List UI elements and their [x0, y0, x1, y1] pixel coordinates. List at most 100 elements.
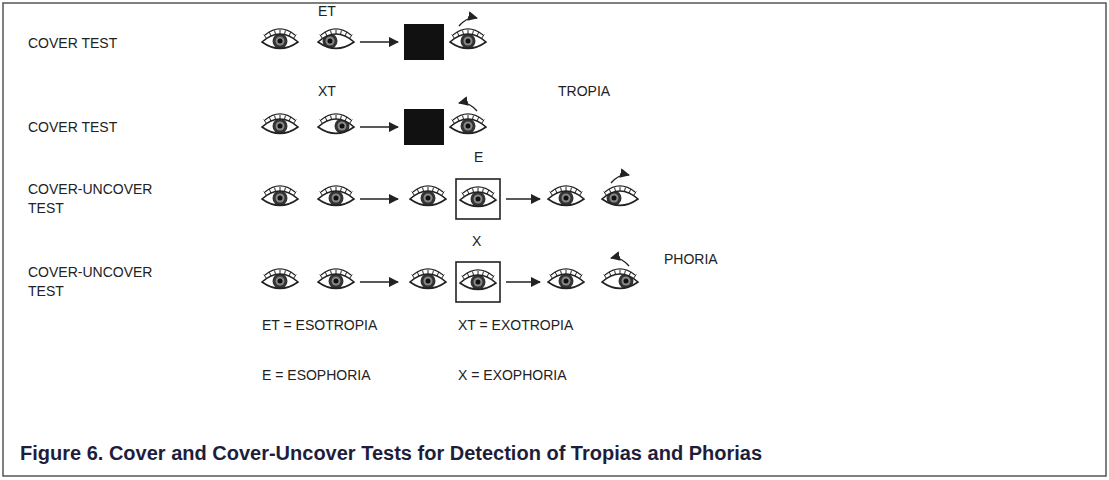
iris-ring: [464, 37, 473, 46]
pupil: [334, 279, 339, 284]
eyelash: [274, 188, 276, 192]
iris-ring: [424, 277, 433, 286]
eyelash: [477, 32, 479, 36]
eye-drawing: [602, 186, 638, 206]
eye-white: [318, 119, 354, 133]
eyelash: [269, 117, 271, 121]
eyelash: [289, 117, 291, 121]
pupil: [624, 279, 629, 284]
eyelash: [457, 32, 459, 36]
eyelash: [289, 32, 291, 36]
iris-ring: [276, 122, 285, 131]
eyelash: [264, 192, 267, 196]
iris-ring: [464, 122, 473, 131]
eyelash: [336, 30, 337, 34]
eyelash: [467, 190, 469, 194]
eye-white: [450, 119, 486, 133]
pupil: [334, 196, 339, 201]
eyelash: [620, 187, 621, 191]
eyelash: [575, 189, 577, 193]
eyelash: [624, 188, 626, 192]
eye-white: [410, 274, 446, 288]
iris: [273, 119, 288, 134]
eyelash: [330, 31, 332, 35]
eyelash: [280, 115, 281, 119]
eyelash: [422, 271, 424, 275]
iris: [273, 191, 288, 206]
eyelash: [330, 116, 332, 120]
lid-crease: [453, 114, 483, 120]
eye-white: [262, 119, 298, 133]
eyelash: [482, 189, 484, 193]
eyelash: [580, 192, 583, 196]
eyelash: [432, 188, 434, 192]
eyelash: [417, 189, 419, 193]
iris: [471, 275, 486, 290]
eyelash: [629, 272, 631, 276]
iris-ring: [276, 277, 285, 286]
iris: [273, 274, 288, 289]
eyelash: [482, 35, 485, 39]
eyelash: [560, 271, 562, 275]
eye-white: [602, 274, 638, 288]
eyelash: [482, 120, 485, 124]
sequence-arrow: [360, 281, 398, 283]
row-label: X = EXOPHORIA: [458, 366, 567, 385]
row-label: E: [474, 148, 483, 167]
lid-crease: [413, 269, 443, 275]
eye-drawing: [450, 114, 486, 134]
eye-white: [262, 191, 298, 205]
eyelid: [318, 274, 354, 288]
eyelid: [262, 274, 298, 288]
eye-white: [262, 34, 298, 48]
movement-arrow: [611, 258, 629, 266]
eyelash: [350, 275, 353, 279]
iris-ring: [622, 277, 631, 286]
eyelid: [460, 275, 496, 289]
eyelash: [482, 272, 484, 276]
occluder: [404, 109, 444, 145]
eye-drawing: [262, 186, 298, 206]
eyelash: [269, 32, 271, 36]
eyelid: [602, 191, 638, 205]
eyelid: [602, 274, 638, 288]
sequence-arrow: [360, 126, 398, 128]
eyelid: [410, 191, 446, 205]
eye-drawing: [410, 269, 446, 289]
eyelash: [325, 189, 327, 193]
pupil: [328, 39, 333, 44]
row-label: X: [472, 232, 481, 251]
pupil: [426, 196, 431, 201]
eye-drawing: [450, 29, 486, 49]
pupil: [278, 124, 283, 129]
eyelash: [467, 273, 469, 277]
sequence-arrow: [360, 198, 398, 200]
lid-crease: [265, 114, 295, 120]
iris: [329, 191, 344, 206]
lid-crease: [463, 270, 493, 276]
eyelash: [442, 192, 445, 196]
eye-white: [548, 274, 584, 288]
eyelid: [318, 34, 354, 48]
row-label: E = ESOPHORIA: [262, 366, 371, 385]
eyelash: [284, 31, 286, 35]
eyelash: [284, 188, 286, 192]
pupil: [466, 39, 471, 44]
eye-drawing: [318, 114, 354, 134]
eyelash: [320, 120, 323, 124]
eye-drawing: [318, 269, 354, 289]
eye-drawing: [318, 29, 354, 49]
pupil: [476, 197, 481, 202]
eyelash: [336, 270, 337, 274]
eye-white: [410, 191, 446, 205]
eyelash: [478, 188, 479, 192]
eyelash: [432, 271, 434, 275]
eyelash: [269, 272, 271, 276]
eye-white: [450, 34, 486, 48]
iris: [559, 191, 574, 206]
figure-caption: Figure 6. Cover and Cover-Uncover Tests …: [20, 442, 762, 465]
eye-white: [318, 274, 354, 288]
eye-drawing: [460, 270, 496, 290]
eyelash: [624, 271, 626, 275]
